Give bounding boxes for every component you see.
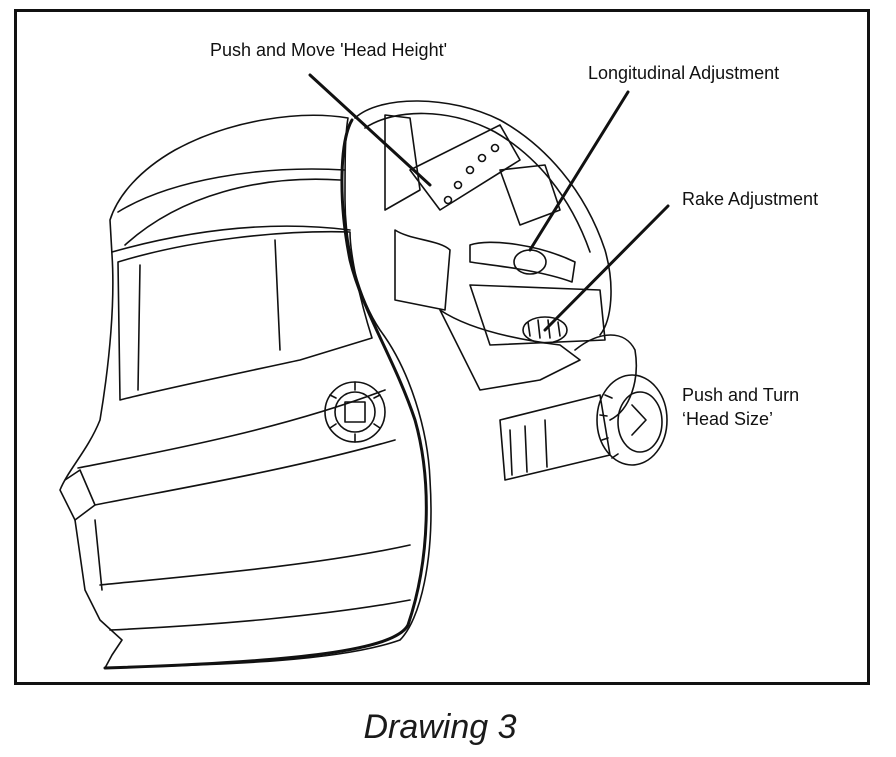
label-head-size: Push and Turn ‘Head Size’ [682,383,799,431]
crown-strap [354,100,612,336]
figure-frame [14,9,870,685]
label-head-size-line2: ‘Head Size’ [682,409,774,429]
shell-ridge-mid [111,225,351,253]
head-height-strap [409,124,521,211]
headband-back [574,334,638,421]
pivot-knob-ridges [329,381,381,443]
leader-rake [543,204,670,332]
strap-hole-4 [490,143,500,153]
head-size-knob-inner [617,391,663,453]
figure-caption: Drawing 3 [363,708,517,746]
shell-side-vent [64,469,96,521]
helmet-shell [59,114,432,669]
window-divider [274,239,281,351]
shell-brow [124,178,341,246]
label-head-height: Push and Move 'Head Height' [210,40,448,60]
head-size-knob-arrow [631,404,647,436]
rake-knob [522,316,568,344]
rake-plate [469,284,606,346]
shell-lower-vent [94,519,103,591]
strap-hole-2 [465,165,475,175]
window-inner-line [137,264,141,391]
head-size-knob-grips [599,394,619,459]
pivot-knob-logo [344,401,366,423]
longitudinal-block [499,164,561,226]
rake-teeth [527,319,561,339]
strap-hole-3 [477,153,487,163]
headband-strap [499,394,611,481]
pivot-knob-outer [324,381,386,443]
headgear-side-plate [394,229,451,311]
leader-longitudinal [528,90,630,252]
shell-chin-edge [109,599,411,631]
shell-rim [103,118,428,670]
label-longitudinal-adjustment: Longitudinal Adjustment [588,63,780,83]
shell-chin-line [94,439,396,506]
strap-hole-1 [453,180,463,190]
shell-jaw-line [99,544,411,586]
viewing-window [117,230,373,401]
shell-ridge-top [117,168,346,213]
shell-lower-band [77,389,386,469]
label-rake-adjustment: Rake Adjustment [682,189,819,209]
headgear-lower-band [439,309,581,391]
crown-strap-inner [364,112,591,253]
leader-head-height [308,73,432,187]
strap-hole-5 [443,195,453,205]
headband-strap-lines [509,419,548,476]
head-size-knob-outer [596,374,668,466]
longitudinal-slot [469,241,576,283]
headgear-frame [384,114,421,211]
label-head-size-line1: Push and Turn [682,385,800,405]
pivot-knob-inner [334,391,376,433]
